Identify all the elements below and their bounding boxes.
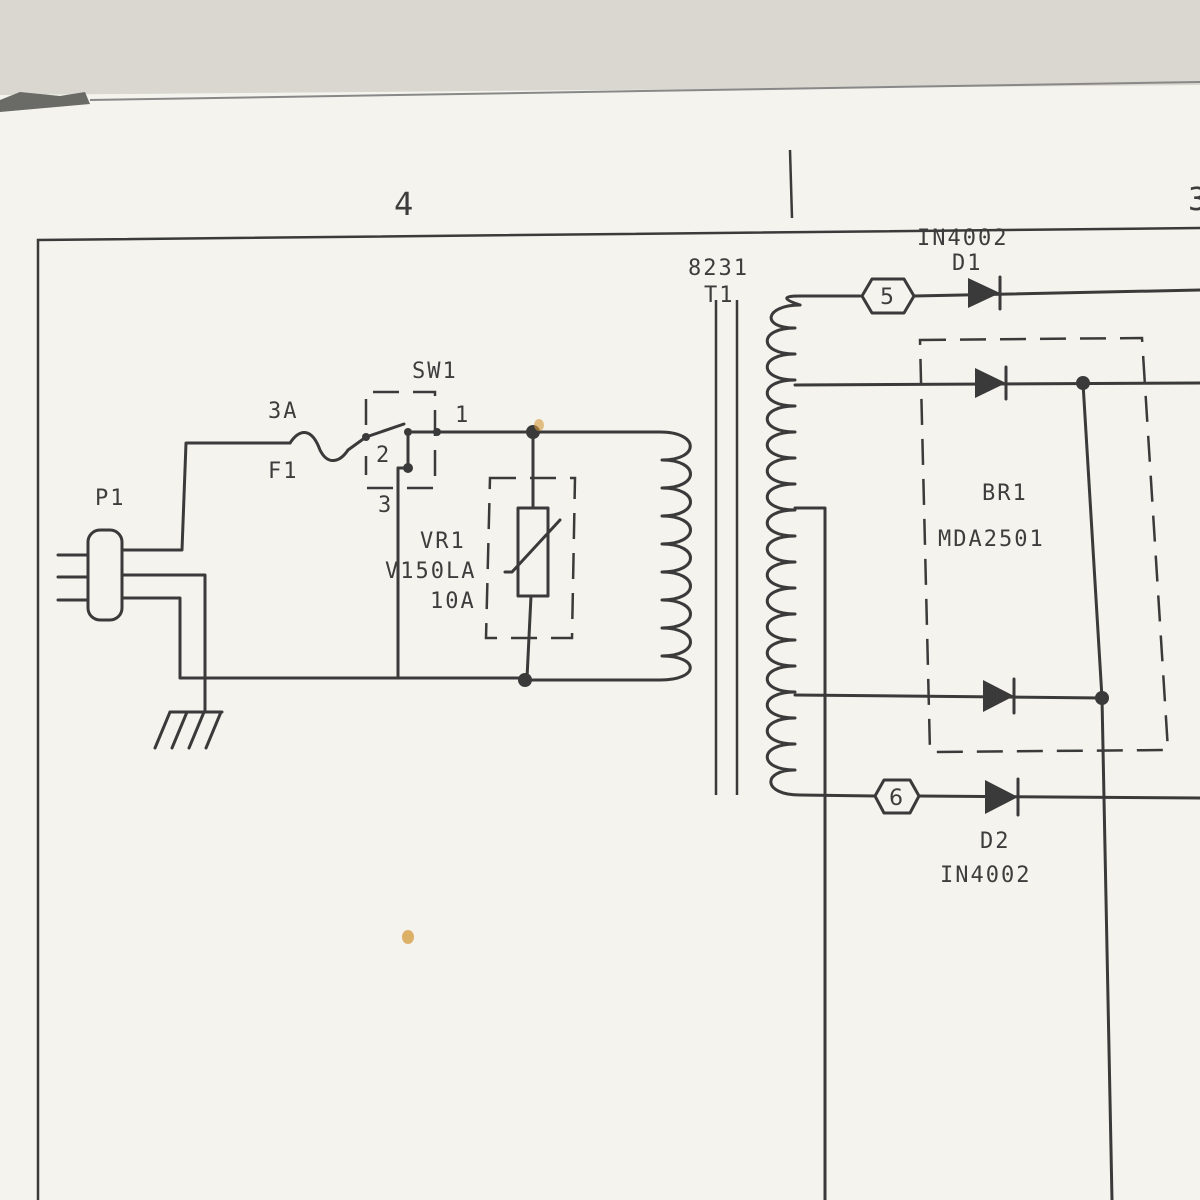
bridge-ref: BR1 bbox=[982, 481, 1028, 506]
paper-stain bbox=[402, 930, 414, 944]
paper-sheet bbox=[0, 85, 1200, 1200]
varistor-slash bbox=[503, 518, 562, 574]
diode1-ref: D1 bbox=[952, 251, 983, 276]
transformer-ref: T1 bbox=[704, 283, 735, 308]
diode-d2 bbox=[985, 777, 1020, 817]
switch-pin-1: 1 bbox=[455, 403, 470, 428]
connector-ref: P1 bbox=[95, 486, 126, 511]
zone-divider bbox=[788, 149, 794, 219]
transformer-primary-coil bbox=[523, 430, 692, 682]
paper-torn-edge bbox=[0, 92, 90, 112]
fuse-rating: 3A bbox=[268, 399, 299, 424]
junction-bridge-bottom bbox=[1095, 691, 1109, 705]
varistor-rating: 10A bbox=[430, 589, 476, 614]
node-5-label: 5 bbox=[880, 285, 894, 310]
paper-stain-small bbox=[534, 419, 544, 431]
center-tap-wire bbox=[793, 506, 827, 1200]
diode-d1 bbox=[968, 275, 1002, 311]
varistor-housing bbox=[484, 476, 577, 640]
wire-ground bbox=[120, 596, 527, 680]
d2-wire bbox=[917, 794, 1200, 800]
ground-symbol bbox=[153, 678, 224, 750]
d1-wire bbox=[912, 288, 1200, 298]
drawing-border bbox=[36, 226, 1200, 1200]
bridge-diode-top bbox=[975, 365, 1008, 401]
wire-line bbox=[120, 441, 292, 552]
bridge-diode-bottom bbox=[983, 677, 1016, 715]
transformer-secondary-coil bbox=[765, 303, 802, 797]
transformer-part: 8231 bbox=[688, 256, 749, 281]
fuse-ref: F1 bbox=[268, 459, 299, 484]
diode2-part: IN4002 bbox=[940, 863, 1031, 888]
zone-number: 4 bbox=[394, 185, 413, 223]
paper-top-edge bbox=[89, 81, 1200, 101]
zone-number-edge: 3 bbox=[1188, 180, 1200, 218]
tap-lower-wire bbox=[793, 693, 1104, 700]
bridge-output-wire bbox=[1100, 696, 1114, 1200]
junction-bridge-top bbox=[1076, 376, 1090, 390]
junction-switch bbox=[433, 428, 441, 436]
bridge-housing bbox=[918, 336, 1170, 754]
switch-ref: SW1 bbox=[412, 359, 458, 384]
diode2-ref: D2 bbox=[980, 829, 1011, 854]
node-6-label: 6 bbox=[889, 786, 903, 811]
tap-top-wire bbox=[785, 294, 862, 307]
varistor-part: V150LA bbox=[385, 559, 476, 584]
varistor-body bbox=[516, 506, 550, 598]
diode1-part: IN4002 bbox=[917, 226, 1008, 251]
switch-pin-2: 2 bbox=[376, 443, 391, 468]
bridge-part: MDA2501 bbox=[938, 527, 1045, 552]
switch-blade bbox=[364, 422, 406, 439]
tap-bottom-wire bbox=[798, 793, 877, 798]
bridge-internal-wire bbox=[1081, 381, 1104, 700]
varistor-ref: VR1 bbox=[420, 529, 466, 554]
varistor-lead-bottom bbox=[525, 594, 533, 680]
wire-neutral bbox=[120, 573, 207, 682]
fuse-f1 bbox=[288, 431, 368, 462]
switch-pin-3: 3 bbox=[378, 493, 393, 518]
